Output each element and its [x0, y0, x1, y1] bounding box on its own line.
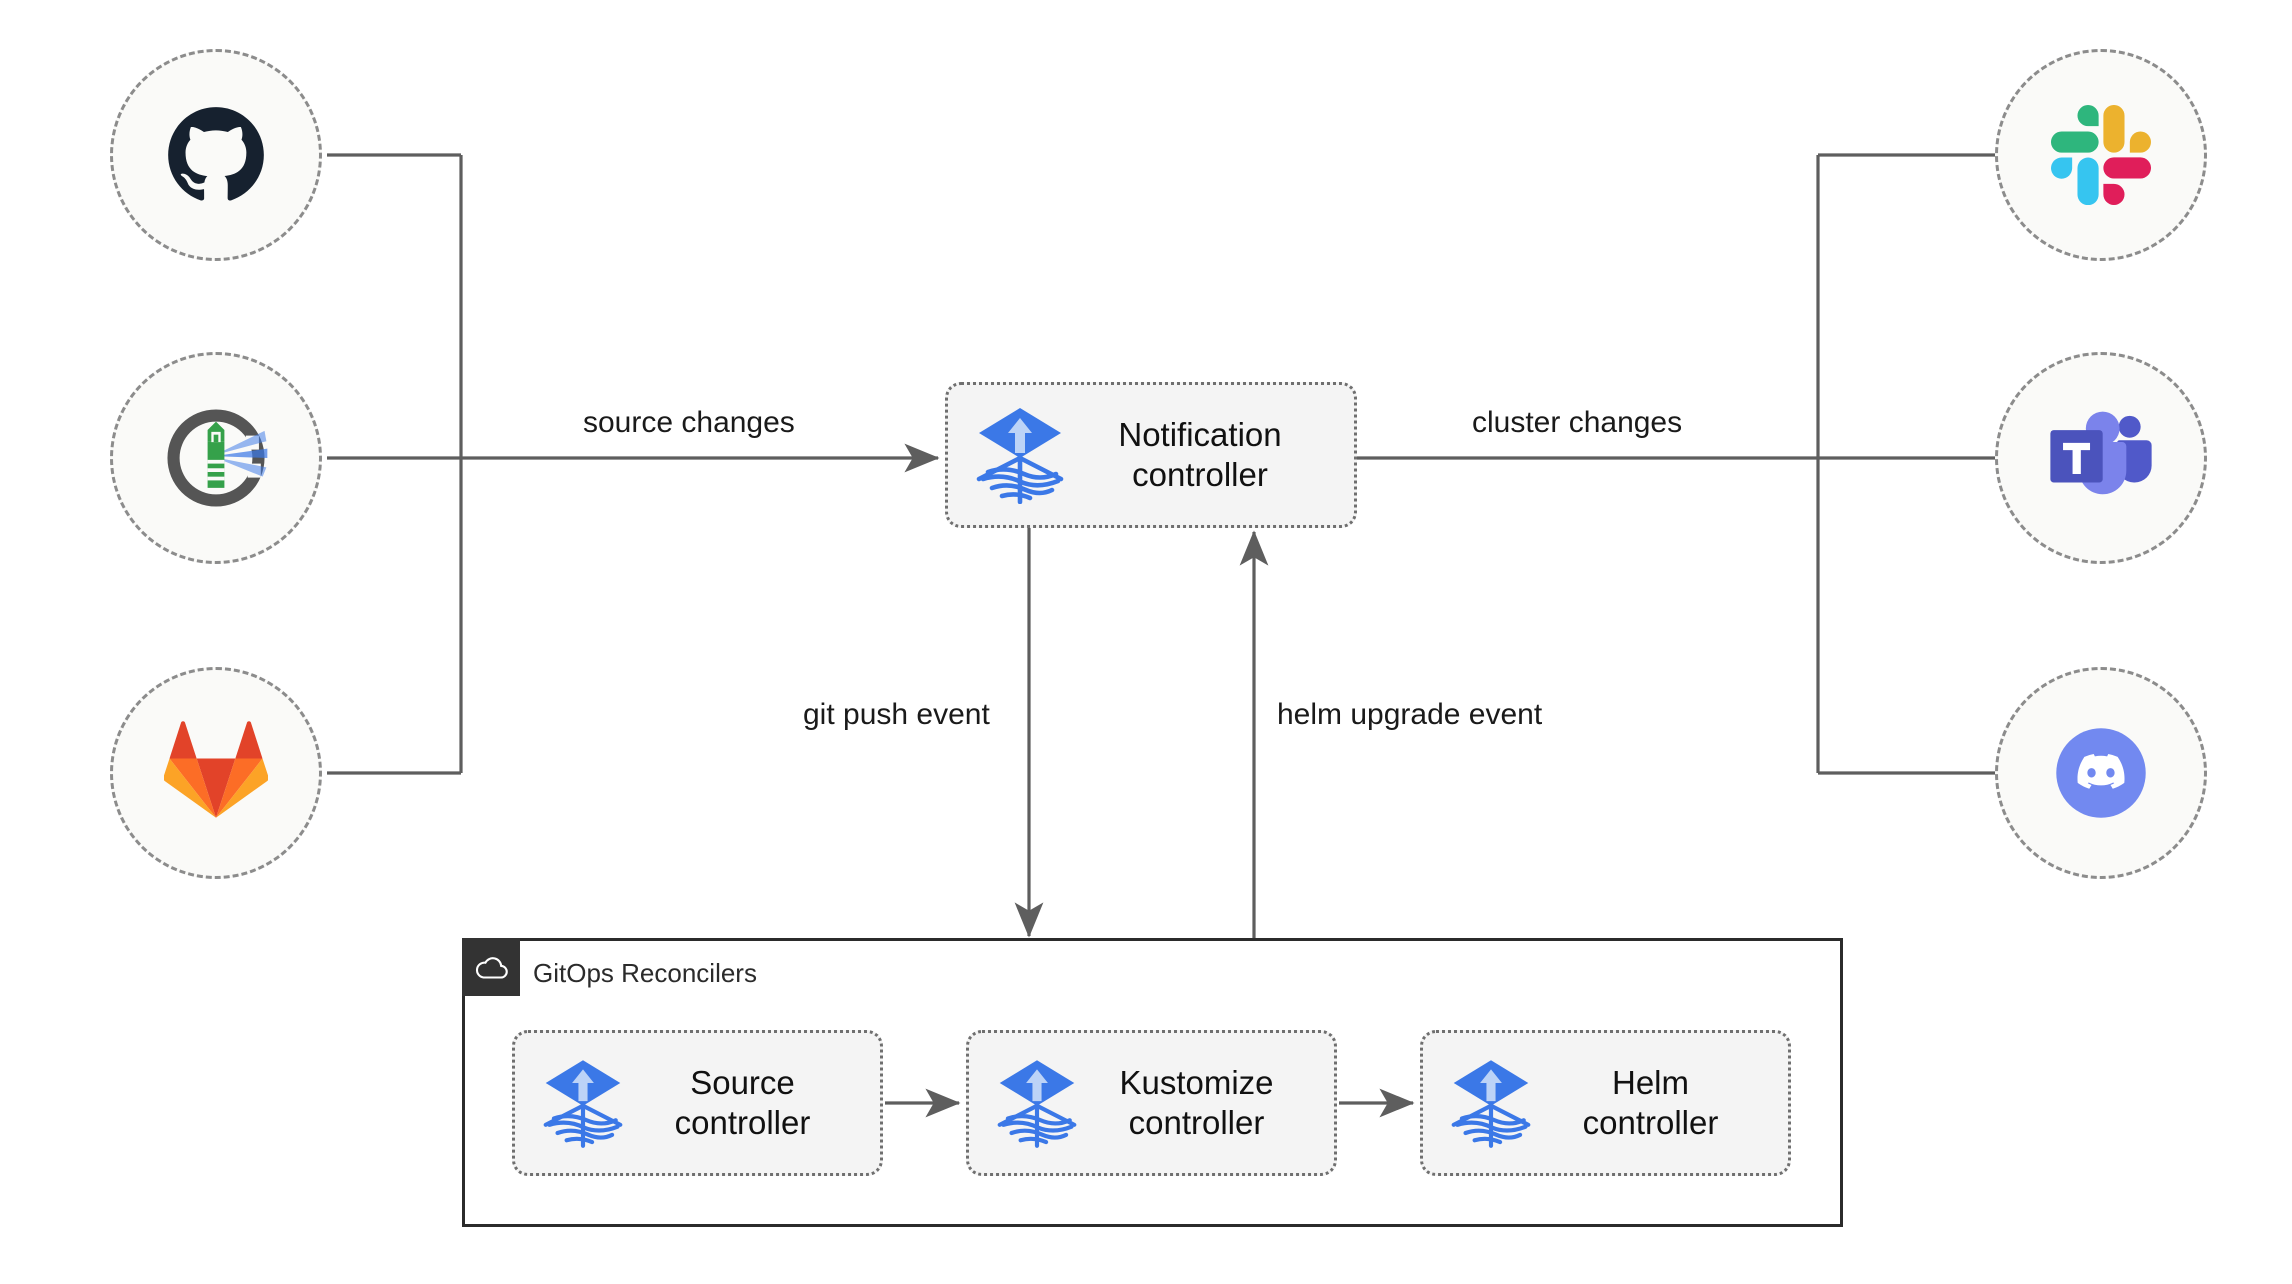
- edge-label-source-changes: source changes: [583, 406, 795, 439]
- helm-controller-line2: controller: [1582, 1104, 1719, 1141]
- notification-controller-label: Notification controller: [1064, 415, 1354, 496]
- source-node-registry[interactable]: [110, 352, 322, 564]
- notification-controller-line1: Notification: [1118, 415, 1282, 453]
- source-controller-line2: controller: [674, 1104, 811, 1141]
- source-controller-box[interactable]: Source controller: [512, 1030, 883, 1176]
- source-controller-line1: Source: [690, 1063, 795, 1101]
- edge-label-git-push-event: git push event: [803, 698, 990, 731]
- microsoft-teams-icon: [2050, 411, 2152, 495]
- kustomize-controller-label: Kustomize controller: [1077, 1063, 1334, 1144]
- flux-icon: [997, 1060, 1077, 1148]
- gitops-reconcilers-tab: [462, 938, 520, 996]
- gitops-reconcilers-group: [462, 938, 1843, 1227]
- flux-icon: [543, 1060, 623, 1148]
- helm-controller-box[interactable]: Helm controller: [1420, 1030, 1791, 1176]
- flux-icon: [976, 408, 1064, 504]
- source-node-github[interactable]: [110, 49, 322, 261]
- notification-controller-box[interactable]: Notification controller: [945, 382, 1357, 528]
- edge-label-helm-upgrade-event: helm upgrade event: [1277, 698, 1543, 731]
- github-icon: [168, 107, 264, 201]
- destination-node-discord[interactable]: [1995, 667, 2207, 879]
- kustomize-controller-box[interactable]: Kustomize controller: [966, 1030, 1337, 1176]
- kustomize-controller-line1: Kustomize: [1119, 1063, 1274, 1101]
- cloud-icon: [475, 957, 508, 979]
- gitops-reconcilers-title: GitOps Reconcilers: [533, 958, 757, 988]
- gitlab-icon: [164, 721, 268, 818]
- destination-node-slack[interactable]: [1995, 49, 2207, 261]
- flux-icon: [1451, 1060, 1531, 1148]
- discord-icon: [2056, 728, 2146, 818]
- destination-node-teams[interactable]: [1995, 352, 2207, 564]
- helm-controller-line1: Helm: [1611, 1063, 1689, 1101]
- source-node-gitlab[interactable]: [110, 667, 322, 879]
- helm-controller-label: Helm controller: [1531, 1063, 1788, 1144]
- edge-label-cluster-changes: cluster changes: [1472, 406, 1683, 439]
- source-controller-label: Source controller: [623, 1063, 880, 1144]
- slack-icon: [2051, 105, 2151, 205]
- kustomize-controller-line2: controller: [1128, 1104, 1265, 1141]
- notification-controller-line2: controller: [1132, 456, 1268, 493]
- lighthouse-registry-icon: [167, 409, 268, 507]
